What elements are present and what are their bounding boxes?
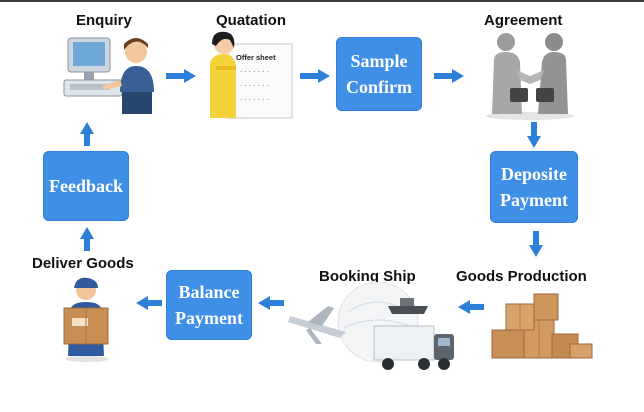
arrow-left-icon xyxy=(136,296,162,310)
feedback-box: Feedback xyxy=(43,151,129,221)
delivery-man-icon xyxy=(63,277,109,362)
arrow-down-icon xyxy=(529,231,543,257)
svg-text:. . . . . . .: . . . . . . . xyxy=(240,93,269,102)
top-border xyxy=(0,0,644,2)
arrow-right-icon xyxy=(166,69,196,83)
balance-payment-line1: Balance xyxy=(178,282,240,302)
arrow-down-icon xyxy=(527,122,541,148)
arrow-right-icon xyxy=(434,69,464,83)
arrow-right-icon xyxy=(300,69,330,83)
cardboard-boxes-icon xyxy=(491,293,593,359)
goods-production-label: Goods Production xyxy=(456,268,587,285)
arrow-left-icon xyxy=(258,296,284,310)
deposite-payment-line1: Deposite xyxy=(500,164,567,184)
arrow-up-icon xyxy=(80,227,94,251)
offer-sheet-title: Offer sheet xyxy=(236,53,276,62)
agreement-label: Agreement xyxy=(484,12,563,29)
balance-payment-line2: Payment xyxy=(175,308,243,328)
booking-ship-label: Booking Ship xyxy=(319,268,416,285)
svg-text:. . . . . . .: . . . . . . . xyxy=(240,65,269,74)
svg-text:. . . . . . .: . . . . . . . xyxy=(240,79,269,88)
woman-with-offer-sheet-icon: Offer sheet . . . . . . . . . . . . . . … xyxy=(210,31,293,119)
deliver-goods-label: Deliver Goods xyxy=(32,255,134,272)
handshake-icon xyxy=(486,33,574,120)
person-at-computer-icon xyxy=(63,37,154,114)
arrow-left-icon xyxy=(458,300,484,314)
feedback-label: Feedback xyxy=(49,176,123,196)
enquiry-label: Enquiry xyxy=(76,12,132,29)
plane-ship-truck-icon xyxy=(288,282,454,370)
arrow-up-icon xyxy=(80,122,94,146)
quotation-label: Quatation xyxy=(216,12,286,29)
sample-confirm-line2: Confirm xyxy=(346,77,412,97)
deposite-payment-line2: Payment xyxy=(500,190,568,210)
sample-confirm-line1: Sample xyxy=(350,51,408,71)
